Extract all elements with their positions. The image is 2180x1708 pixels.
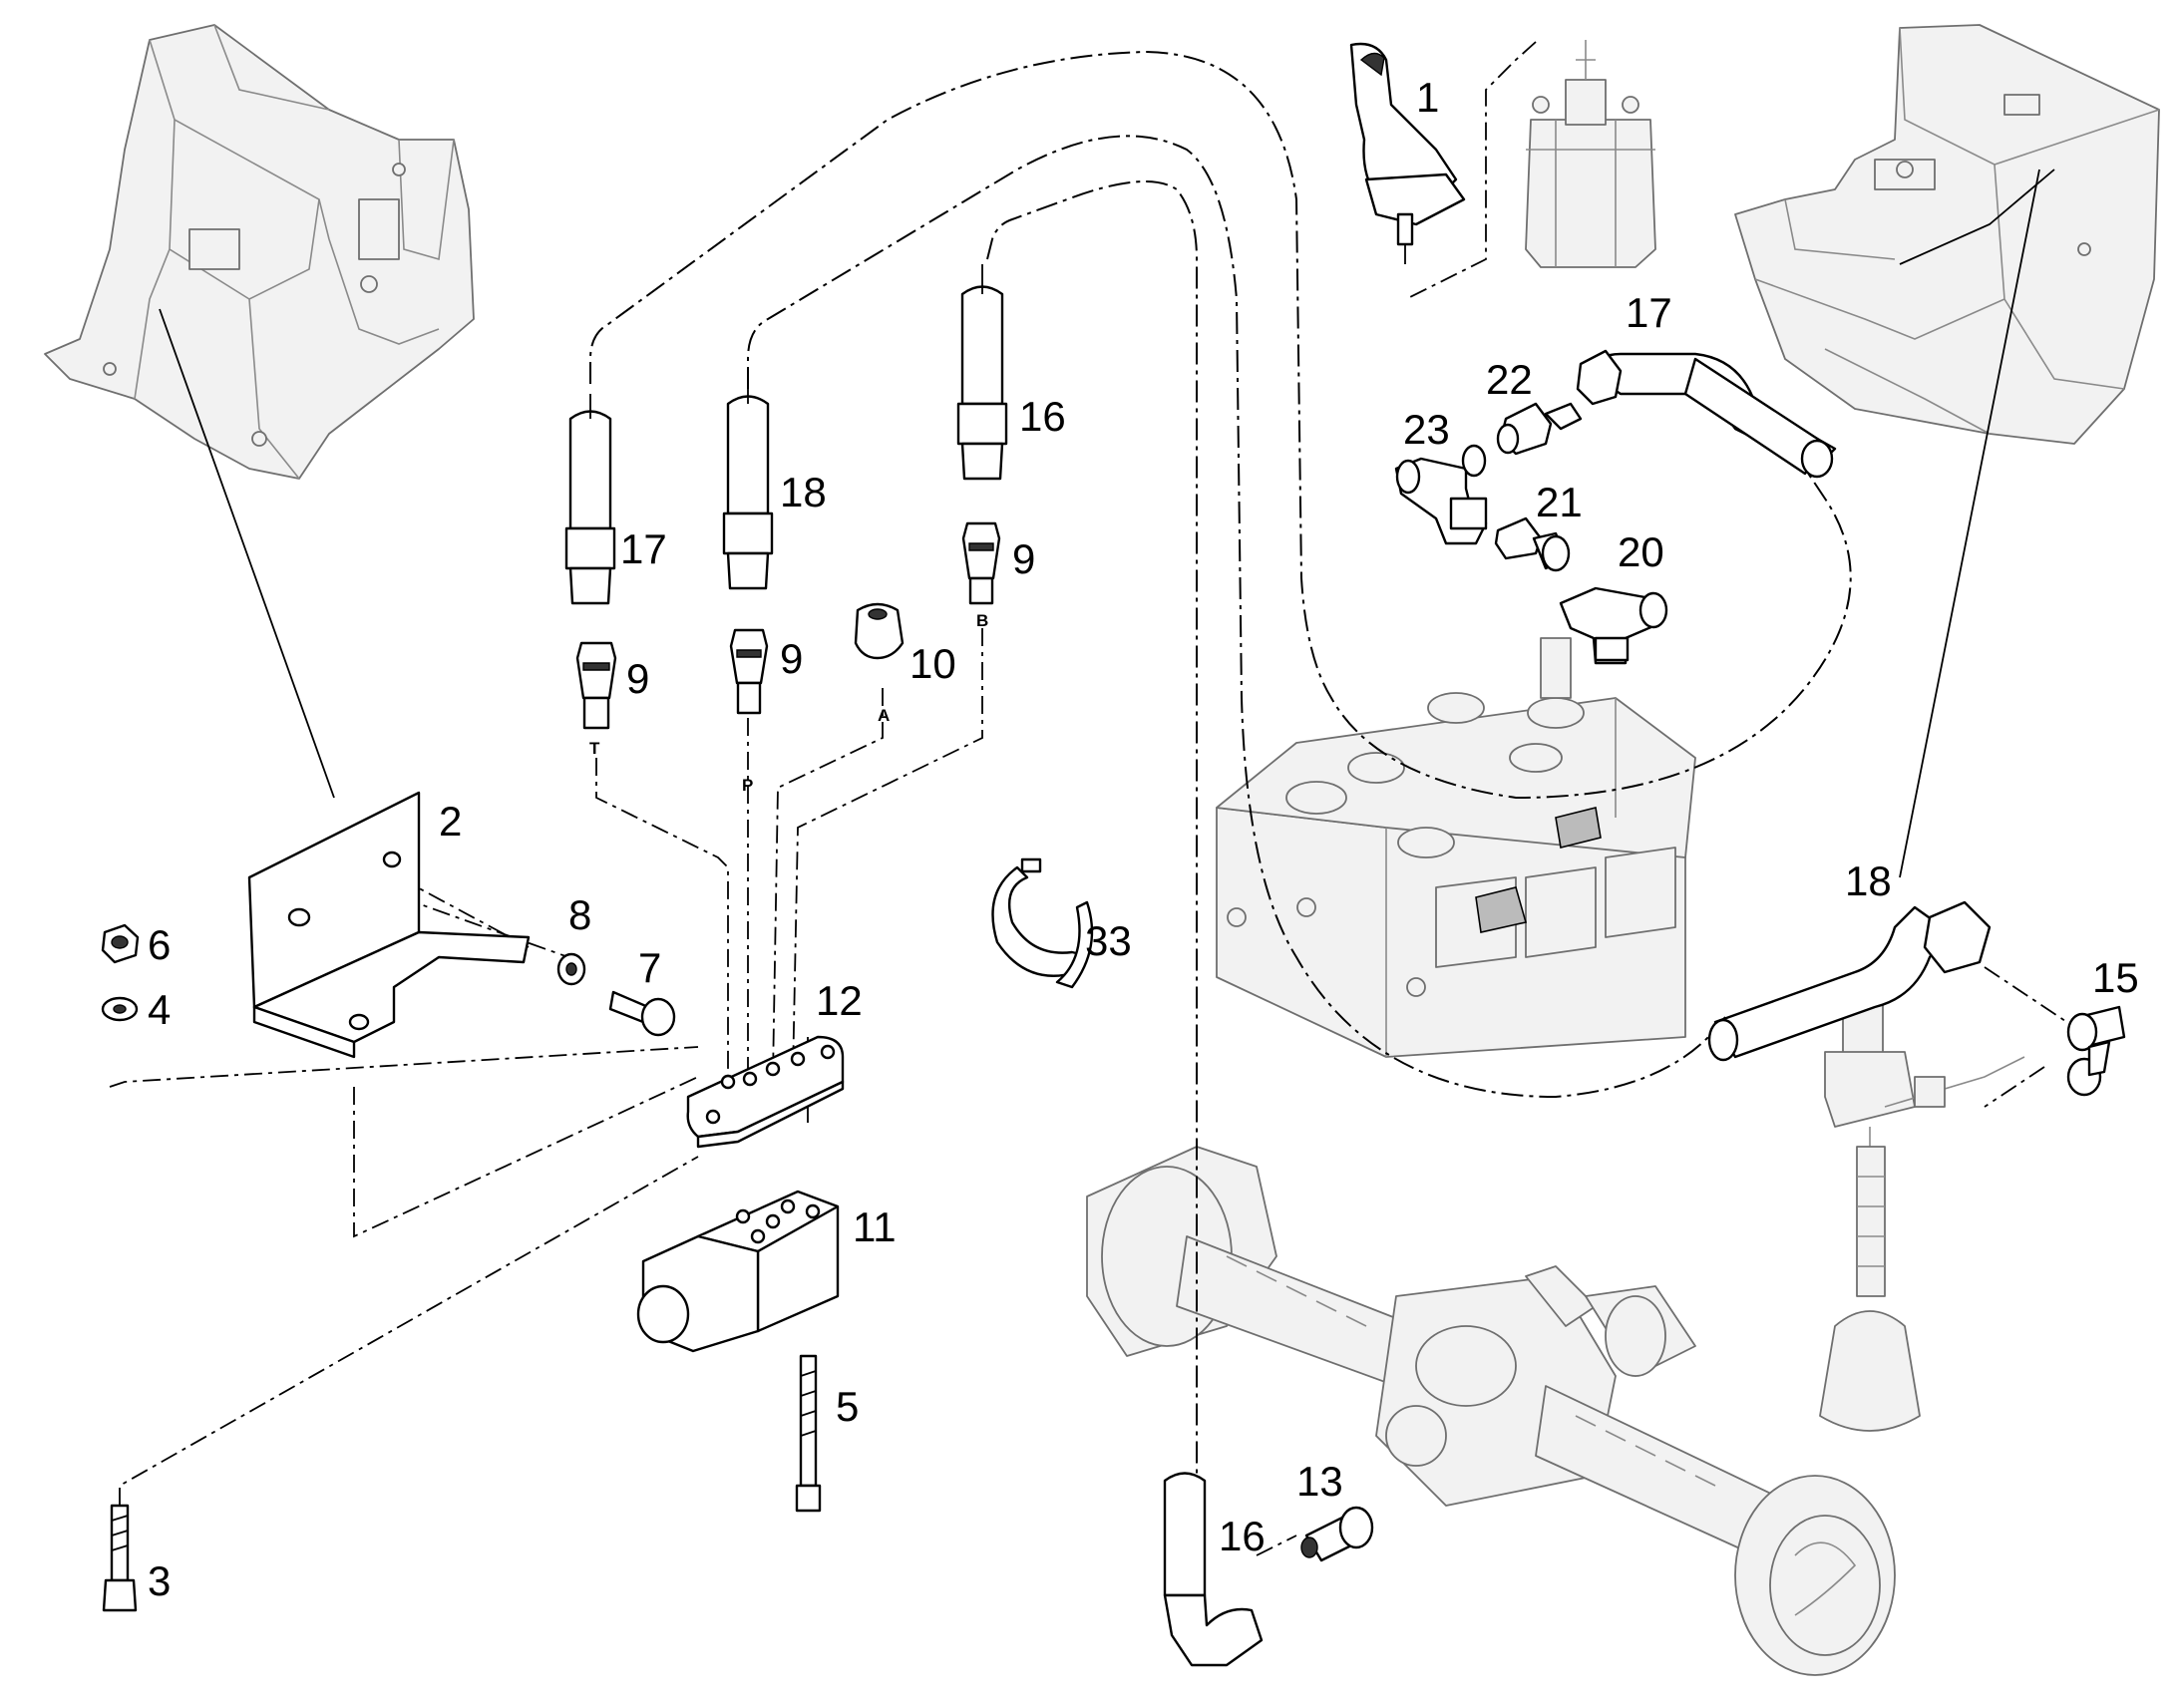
part-11-solenoid-valve	[636, 1190, 840, 1353]
pressure-switch-block-illustration	[1525, 40, 1656, 268]
callout-17-upper: 17	[620, 525, 667, 572]
part-18-hose-right	[1707, 900, 1992, 1062]
part-21-adapter	[1494, 516, 1571, 572]
callout-9-t: 9	[626, 655, 649, 702]
callout-13: 13	[1296, 1458, 1343, 1505]
part-7-screw	[608, 990, 676, 1037]
part-2-bracket	[247, 791, 531, 1059]
callout-16-upper: 16	[1019, 393, 1066, 440]
part-17-hose-right	[1576, 349, 1837, 479]
part-13-fitting	[1300, 1506, 1374, 1562]
cab-frame-illustration	[1734, 24, 2160, 445]
part-33-hose-clamp	[991, 857, 1094, 989]
callout-22: 22	[1486, 356, 1533, 403]
part-8-washer	[556, 952, 586, 986]
callout-21: 21	[1536, 479, 1583, 525]
callout-10: 10	[909, 640, 956, 687]
callout-1: 1	[1416, 74, 1439, 121]
callout-2: 2	[439, 798, 462, 845]
control-valve-illustration	[1216, 637, 1696, 1058]
chassis-frame-illustration	[44, 24, 475, 480]
part-9-fitting-t	[575, 641, 617, 730]
axle-assembly-illustration	[1086, 1146, 1896, 1676]
callout-9-b: 9	[1012, 535, 1035, 582]
callout-labels: 1 2 3 4 5 6 7 8 9 9 9 10 11 12 13 15 16 …	[148, 74, 2139, 1604]
part-1-joystick	[1349, 42, 1466, 264]
part-4-washer	[101, 996, 139, 1022]
callout-17-right: 17	[1626, 289, 1672, 336]
leader-lines	[159, 169, 2055, 878]
part-16-hose-upper	[956, 264, 1008, 481]
callout-5: 5	[836, 1383, 859, 1430]
part-9-fitting-p	[729, 628, 769, 715]
callout-15: 15	[2092, 954, 2139, 1001]
callout-4: 4	[148, 986, 171, 1033]
port-label-t: T	[589, 739, 600, 758]
callout-12: 12	[816, 977, 863, 1024]
callout-7: 7	[638, 944, 661, 991]
port-labels: T P A B	[589, 611, 988, 795]
part-9-fitting-b	[961, 521, 1001, 605]
callout-3: 3	[148, 1557, 171, 1604]
part-16-hose-lower	[1163, 1472, 1264, 1667]
callout-33: 33	[1085, 917, 1132, 964]
part-15-fitting	[2066, 1005, 2126, 1097]
port-label-b: B	[976, 611, 988, 630]
callout-11: 11	[853, 1203, 897, 1250]
port-label-p: P	[742, 776, 753, 795]
part-22-adapter	[1496, 402, 1583, 456]
part-10-plug	[854, 602, 905, 660]
callout-23: 23	[1403, 406, 1450, 453]
callout-18-right: 18	[1845, 857, 1892, 904]
callout-16-lower: 16	[1219, 1513, 1266, 1559]
part-18-hose-upper	[722, 384, 774, 590]
callout-20: 20	[1618, 528, 1664, 575]
port-label-a: A	[878, 706, 890, 725]
accumulator-assembly-illustration	[1819, 1004, 2025, 1432]
callout-8: 8	[568, 891, 591, 938]
callout-9-p: 9	[780, 635, 803, 682]
part-20-tee-fitting	[1559, 586, 1668, 665]
part-23-tee-fitting	[1394, 444, 1488, 545]
callout-18-upper: 18	[780, 469, 827, 515]
part-3-bolt	[102, 1504, 138, 1612]
part-5-screw	[795, 1354, 822, 1513]
part-6-nut	[101, 923, 140, 964]
part-17-hose-upper	[564, 394, 616, 605]
part-12-plate	[686, 1035, 845, 1149]
callout-6: 6	[148, 921, 171, 968]
